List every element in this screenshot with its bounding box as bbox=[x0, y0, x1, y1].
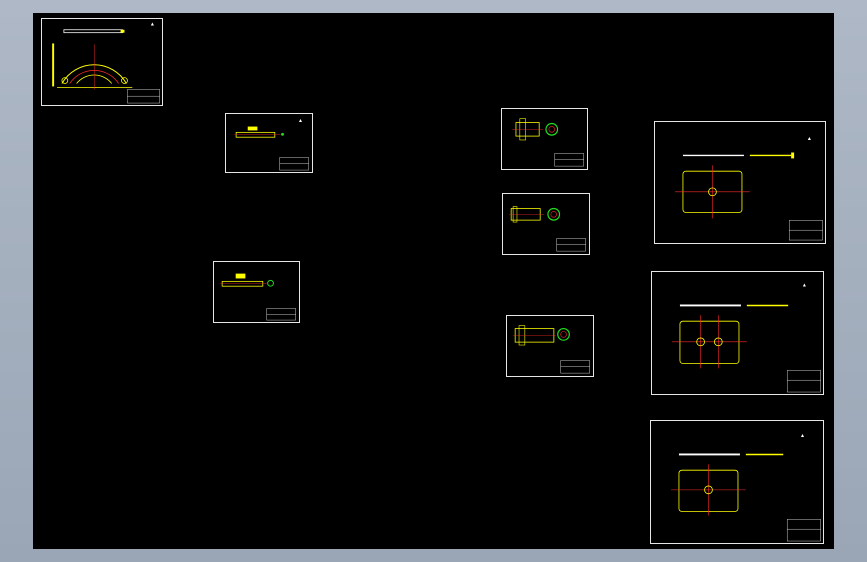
plate-drawing: ▲ bbox=[675, 136, 823, 241]
svg-text:▲: ▲ bbox=[808, 136, 811, 141]
long-part-drawing: ▲ bbox=[234, 118, 309, 171]
drawing-sheet-long-part-1[interactable]: ▲ bbox=[225, 113, 313, 173]
drawing-sheet-shaft-2[interactable] bbox=[502, 193, 590, 255]
drawing-sheet-plate-3[interactable]: ▲ bbox=[650, 420, 824, 544]
drawing-sheet-plate-2[interactable]: ▲ bbox=[651, 271, 824, 395]
plate-two-holes-drawing: ▲ bbox=[672, 282, 821, 393]
drawing-sheet-long-part-2[interactable] bbox=[213, 261, 300, 323]
drawing-sheet-shaft-3[interactable] bbox=[506, 315, 594, 377]
arc-bracket-drawing: ▲ bbox=[52, 21, 160, 104]
shaft-drawing-3 bbox=[513, 325, 590, 374]
drawing-sheet-shaft-1[interactable] bbox=[501, 108, 588, 170]
svg-text:▲: ▲ bbox=[801, 433, 804, 438]
shaft-drawing bbox=[512, 118, 584, 167]
svg-text:▲: ▲ bbox=[151, 21, 154, 26]
drawing-sheet-plate-1[interactable]: ▲ bbox=[654, 121, 826, 244]
svg-text:▲: ▲ bbox=[803, 282, 806, 287]
cad-drawing-canvas[interactable]: ▲ ▲ bbox=[33, 13, 834, 549]
svg-text:▲: ▲ bbox=[299, 118, 302, 123]
long-part-drawing-2 bbox=[220, 273, 296, 321]
shaft-drawing-2 bbox=[509, 206, 586, 252]
drawing-sheet-arc-bracket[interactable]: ▲ bbox=[41, 18, 163, 106]
plate-drawing-3: ▲ bbox=[671, 433, 821, 542]
